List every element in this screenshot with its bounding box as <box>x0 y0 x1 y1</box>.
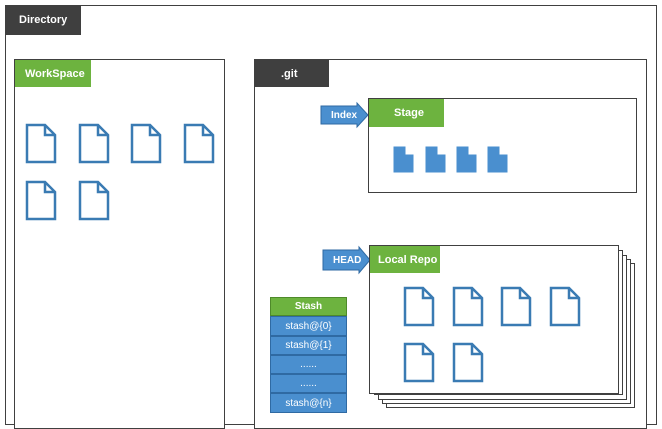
document-filled-icon <box>392 145 415 174</box>
document-outline-icon <box>452 342 484 383</box>
document-outline-icon <box>130 123 162 164</box>
index-arrow <box>320 101 369 129</box>
document-outline-icon <box>403 342 435 383</box>
git-title: .git <box>255 60 329 87</box>
document-outline-icon <box>549 286 581 327</box>
head-arrow <box>322 245 371 275</box>
document-filled-icon <box>424 145 447 174</box>
head-label: HEAD <box>333 254 362 266</box>
document-outline-icon <box>452 286 484 327</box>
document-outline-icon <box>500 286 532 327</box>
document-filled-icon <box>486 145 509 174</box>
document-filled-icon <box>455 145 478 174</box>
stash-entry: stash@{1} <box>270 336 347 355</box>
stash-entry: stash@{n} <box>270 393 347 413</box>
workspace-panel <box>14 59 225 429</box>
document-outline-icon <box>25 123 57 164</box>
stash-entry: stash@{0} <box>270 316 347 336</box>
workspace-title: WorkSpace <box>15 60 91 87</box>
document-outline-icon <box>78 123 110 164</box>
stash-entry: ...... <box>270 355 347 374</box>
stash-title: Stash <box>270 297 347 316</box>
document-outline-icon <box>403 286 435 327</box>
directory-title: Directory <box>5 5 81 35</box>
local-repo-title: Local Repo <box>370 246 440 273</box>
document-outline-icon <box>78 180 110 221</box>
stage-title: Stage <box>369 99 444 127</box>
document-outline-icon <box>183 123 215 164</box>
index-label: Index <box>331 109 358 121</box>
document-outline-icon <box>25 180 57 221</box>
stash-entry: ...... <box>270 374 347 393</box>
